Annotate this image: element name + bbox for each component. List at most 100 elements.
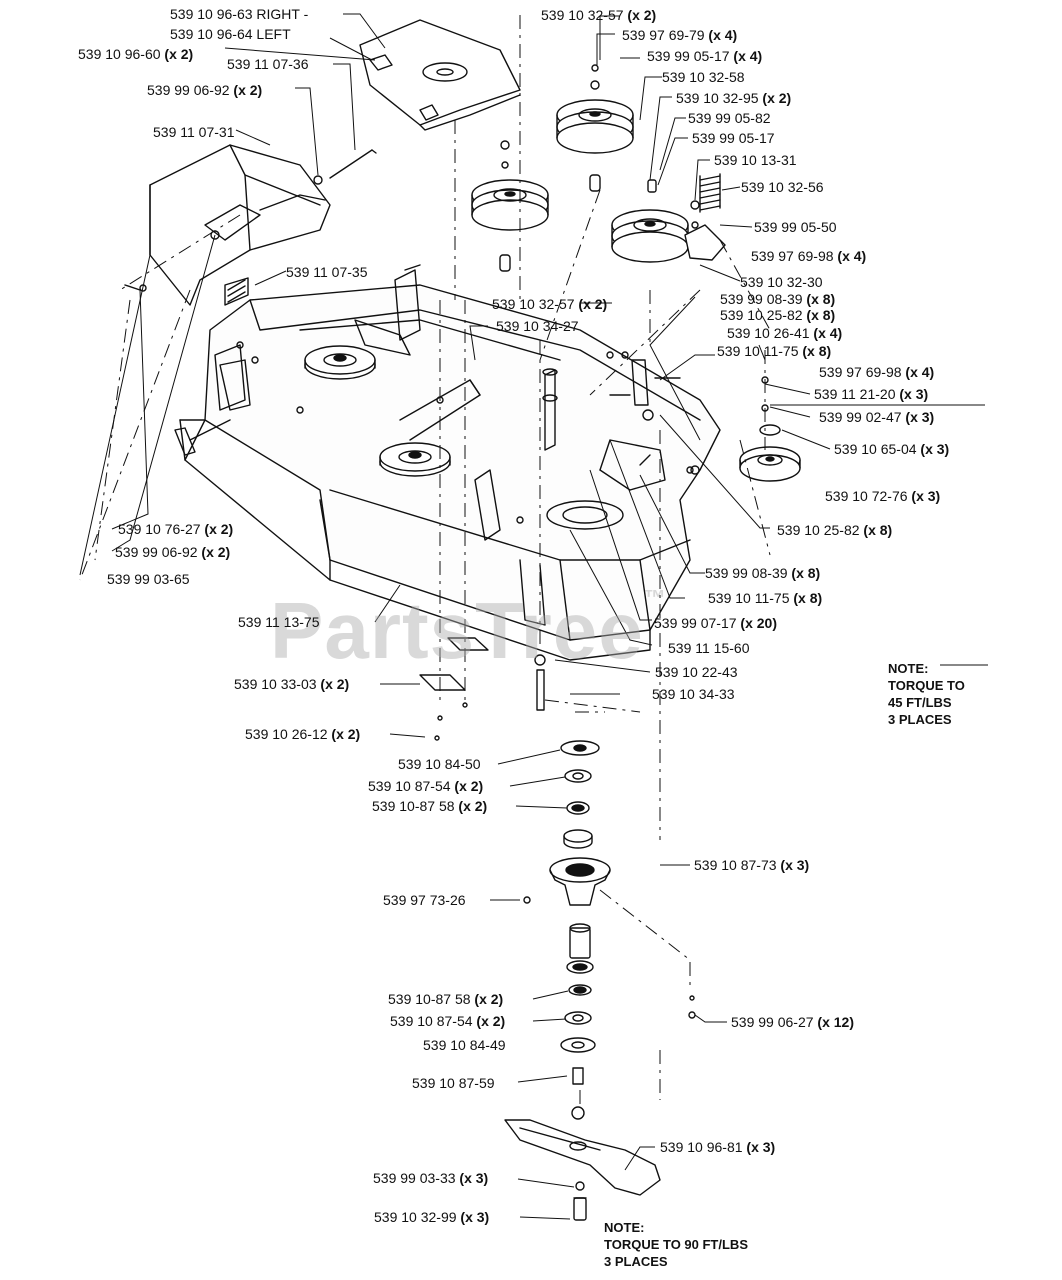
part-quantity: (x 2) [454, 778, 484, 794]
part-number: 539 10 33-03 [234, 676, 317, 692]
callout-label: 539 10 76-27 (x 2) [118, 521, 233, 537]
callout-label: 539 10 96-81 (x 3) [660, 1139, 775, 1155]
callout-label: 539 99 06-27 (x 12) [731, 1014, 854, 1030]
callout-label: 539 99 07-17 (x 20) [654, 615, 777, 631]
part-number: 539 10 84-50 [398, 756, 481, 772]
part-number: 539 10 96-81 [660, 1139, 743, 1155]
watermark: PartsTree™ [270, 585, 667, 677]
part-number: 539 10-87 58 [388, 991, 471, 1007]
part-quantity: (x 2) [233, 82, 263, 98]
part-number: 539 10 72-76 [825, 488, 908, 504]
callout-label: 539 10 34-33 [652, 686, 735, 702]
torque-note-45: NOTE: TORQUE TO 45 FT/LBS 3 PLACES [888, 660, 965, 728]
callout-label: 539 11 07-35 [286, 264, 367, 280]
part-number: 539 10 11-75 [708, 590, 790, 606]
part-number: 539 10 87-59 [412, 1075, 495, 1091]
callout-label: 539 99 05-82 [688, 110, 771, 126]
callout-label: 539 11 21-20 (x 3) [814, 386, 928, 402]
part-quantity: (x 3) [899, 386, 929, 402]
callout-label: 539 10 26-12 (x 2) [245, 726, 360, 742]
part-number: 539 10 25-82 [720, 307, 803, 323]
part-number: 539 99 03-65 [107, 571, 190, 587]
part-number: 539 10 26-41 [727, 325, 810, 341]
torque-note-90: NOTE: TORQUE TO 90 FT/LBS 3 PLACES [604, 1219, 748, 1270]
part-number: 539 10 11-75 [717, 343, 799, 359]
part-number: 539 99 03-33 [373, 1170, 456, 1186]
part-number: 539 99 05-50 [754, 219, 837, 235]
part-quantity: (x 8) [806, 307, 836, 323]
part-quantity: (x 2) [474, 991, 504, 1007]
part-quantity: (x 2) [627, 7, 657, 23]
part-number: 539 97 69-98 [819, 364, 902, 380]
part-number: 539 11 13-75 [238, 614, 320, 630]
part-number: 539 99 05-17 [647, 48, 730, 64]
part-quantity: (x 8) [802, 343, 832, 359]
callout-label: 539 97 69-79 (x 4) [622, 27, 737, 43]
part-quantity: (x 2) [331, 726, 361, 742]
callout-label: 539 10 96-60 (x 2) [78, 46, 193, 62]
part-number: 539 10 96-64 [170, 26, 253, 42]
part-quantity: (x 8) [863, 522, 893, 538]
part-quantity: (x 2) [164, 46, 194, 62]
part-number: 539 99 05-17 [692, 130, 775, 146]
callout-label: 539 10-87 58 (x 2) [372, 798, 487, 814]
callout-label: 539 99 05-17 (x 4) [647, 48, 762, 64]
callout-label: 539 10 87-73 (x 3) [694, 857, 809, 873]
callout-label: 539 10 32-30 [740, 274, 823, 290]
callout-label: 539 99 08-39 (x 8) [720, 291, 835, 307]
part-number: 539 10 32-99 [374, 1209, 457, 1225]
part-quantity: (x 2) [762, 90, 792, 106]
part-number: 539 99 06-92 [115, 544, 198, 560]
part-number: 539 10 32-95 [676, 90, 759, 106]
part-quantity: (x 3) [780, 857, 810, 873]
part-quantity: (x 4) [905, 364, 935, 380]
part-quantity: (x 3) [911, 488, 941, 504]
callout-label: 539 10 32-95 (x 2) [676, 90, 791, 106]
part-number: 539 99 07-17 [654, 615, 737, 631]
part-number: 539 10 32-56 [741, 179, 824, 195]
part-number: 539 11 21-20 [814, 386, 896, 402]
part-number: 539 99 05-82 [688, 110, 771, 126]
part-quantity: (x 2) [201, 544, 231, 560]
callout-label: 539 10 32-99 (x 3) [374, 1209, 489, 1225]
part-number: 539 11 07-35 [286, 264, 368, 280]
callout-label: 539 10 25-82 (x 8) [777, 522, 892, 538]
part-number: 539 97 69-98 [751, 248, 834, 264]
callout-label: 539 11 07-31 [153, 124, 234, 140]
part-number: 539 10 87-54 [368, 778, 451, 794]
part-quantity: (x 4) [733, 48, 763, 64]
part-number: 539 10 32-58 [662, 69, 745, 85]
callout-label: 539 10 32-57 (x 2) [492, 296, 607, 312]
part-number: 539 10 87-54 [390, 1013, 473, 1029]
watermark-trademark: ™ [643, 585, 667, 610]
discharge-chute [149, 144, 331, 306]
part-number: 539 10 34-33 [652, 686, 735, 702]
callout-label: 539 10 11-75 (x 8) [717, 343, 831, 359]
part-quantity: (x 3) [459, 1170, 489, 1186]
part-number: 539 10 84-49 [423, 1037, 506, 1053]
callout-label: 539 10 87-54 (x 2) [368, 778, 483, 794]
part-quantity: (x 3) [905, 409, 935, 425]
part-number: 539 10 32-30 [740, 274, 823, 290]
callout-label: 539 10 84-50 [398, 756, 481, 772]
part-quantity: (x 3) [746, 1139, 776, 1155]
part-number: 539 10 87-73 [694, 857, 777, 873]
callout-label: 539 10 84-49 [423, 1037, 506, 1053]
part-quantity: (x 2) [476, 1013, 506, 1029]
callout-label: 539 11 07-36 [227, 56, 308, 72]
center-lines [79, 15, 771, 1110]
part-quantity: (x 4) [813, 325, 843, 341]
callout-label: 539 99 05-17 [692, 130, 775, 146]
callout-label: 539 10 33-03 (x 2) [234, 676, 349, 692]
part-number: 539 11 07-36 [227, 56, 309, 72]
part-number: 539 10 76-27 [118, 521, 201, 537]
callout-label: 539 99 06-92 (x 2) [115, 544, 230, 560]
note-line: TORQUE TO 90 FT/LBS [604, 1237, 748, 1252]
part-quantity: (x 3) [920, 441, 950, 457]
part-quantity: (x 2) [578, 296, 608, 312]
callout-label: 539 10 13-31 [714, 152, 797, 168]
callout-label: 539 99 06-92 (x 2) [147, 82, 262, 98]
part-number: 539 10 22-43 [655, 664, 738, 680]
note-line: 3 PLACES [888, 712, 952, 727]
